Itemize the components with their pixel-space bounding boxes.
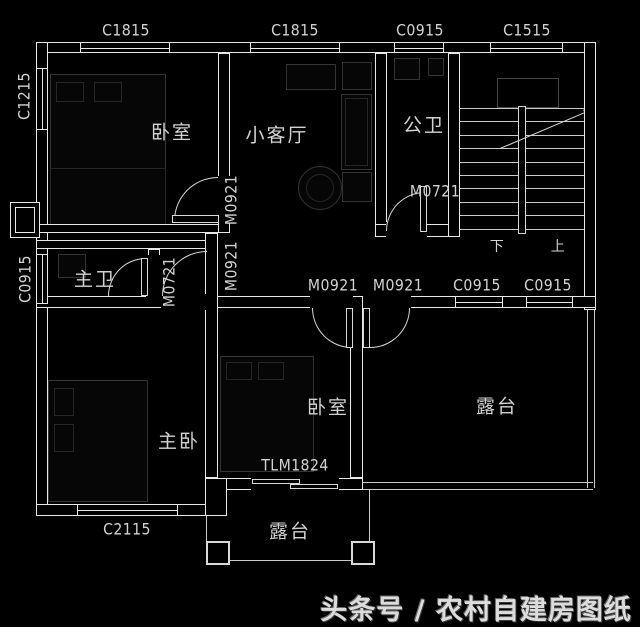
room-label-bedroom-top: 卧室 — [150, 121, 194, 144]
round-table-inner — [306, 174, 334, 202]
door-label-m0721-publicbath: M0721 — [409, 181, 461, 201]
window-label-c0915-left: C0915 — [15, 255, 35, 303]
room-label-terrace-right: 露台 — [475, 395, 519, 418]
pillow — [94, 82, 122, 102]
room-label-master-bath: 主卫 — [73, 268, 117, 291]
sink-master-bath — [58, 254, 86, 278]
door-label-m0921-mid1: M0921 — [307, 275, 359, 295]
terrace-bottom-parapet-left — [206, 516, 208, 544]
side-table — [342, 172, 372, 202]
bed-top-bedroom — [50, 74, 166, 232]
door-label-m0921-hall: M0921 — [221, 240, 241, 292]
terrace-corner-post — [351, 541, 375, 565]
sofa-right — [341, 94, 372, 170]
window-c0915-mid1 — [455, 296, 503, 308]
window-c0915-top — [394, 42, 444, 53]
side-table — [342, 62, 372, 90]
window-label-c1515: C1515 — [503, 20, 551, 40]
door-leaf-mid-1 — [346, 308, 353, 348]
wall-bedroom-top-south — [36, 224, 230, 233]
window-c1215-left — [36, 68, 48, 130]
sofa-cushions — [345, 98, 368, 166]
window-label-c0915-mid2: C0915 — [524, 275, 572, 295]
room-label-public-bath: 公卫 — [402, 114, 446, 137]
wall-stairs-west — [448, 53, 460, 237]
terrace-bottom-parapet-right — [369, 490, 371, 544]
stair-label-down: 下 — [489, 239, 505, 255]
window-label-c1815-left: C1815 — [102, 20, 150, 40]
bed-master-bedroom — [48, 380, 148, 502]
door-opening — [146, 255, 162, 297]
window-c1515-top — [490, 42, 563, 53]
pillow — [54, 424, 74, 452]
stair-label-up: 上 — [550, 239, 566, 255]
room-label-living: 小客厅 — [245, 124, 309, 147]
blanket — [50, 168, 166, 232]
door-arc-mid-2 — [370, 308, 410, 348]
stair-landing — [497, 78, 559, 108]
window-label-c2115: C2115 — [103, 519, 151, 539]
door-label-tlm1824: TLM1824 — [261, 455, 329, 475]
door-leaf-public-bath — [420, 186, 427, 232]
pillow — [258, 362, 284, 380]
window-c0915-left — [36, 254, 48, 304]
door-label-m0921-mid2: M0921 — [372, 275, 424, 295]
window-label-c1815-mid: C1815 — [271, 20, 319, 40]
wall-corridor — [205, 233, 218, 478]
door-label-m0921-bedroom: M0921 — [221, 174, 241, 226]
wall-living-east — [375, 53, 387, 237]
terrace-right-parapet-east — [587, 310, 595, 488]
wall-bedroom-bottom-east — [350, 296, 363, 478]
toilet-public-bath — [394, 58, 420, 80]
stair-direction-line — [500, 112, 585, 149]
sliding-door-panel — [290, 484, 338, 489]
door-label-m0721-masterbath: M0721 — [159, 256, 179, 308]
sink-public-bath — [428, 58, 444, 76]
door-leaf-master-bath — [141, 258, 148, 296]
staircase — [460, 53, 593, 240]
window-c0915-mid2 — [526, 296, 573, 308]
room-label-master-bedroom: 主卧 — [157, 430, 201, 453]
door-opening — [310, 294, 353, 310]
window-label-c0915-top: C0915 — [396, 20, 444, 40]
window-c1815-mid — [250, 42, 340, 53]
sofa-armchair — [286, 64, 336, 90]
terrace-bottom-parapet-south — [206, 560, 371, 562]
door-leaf-mid-2 — [363, 308, 370, 348]
wall-masterbath-north — [36, 240, 208, 249]
window-label-c0915-mid1: C0915 — [453, 275, 501, 295]
pillow — [226, 362, 252, 380]
terrace-right-parapet-south — [362, 482, 593, 490]
room-label-bedroom-bottom: 卧室 — [306, 396, 350, 419]
window-label-c1215: C1215 — [14, 72, 34, 120]
door-opening — [363, 294, 411, 310]
flue-box-inner — [15, 207, 35, 233]
sliding-door-panel — [252, 479, 300, 484]
pillow — [54, 388, 74, 416]
door-opening — [216, 176, 232, 223]
wall-step-column — [205, 478, 227, 516]
terrace-corner-post — [206, 541, 230, 565]
door-opening — [161, 294, 207, 310]
pillow — [56, 82, 84, 102]
window-c1815-left — [80, 42, 170, 53]
bed-bottom-bedroom — [220, 356, 314, 472]
stair-divider — [518, 106, 526, 234]
watermark: 头条号 / 农村自建房图纸 — [320, 595, 632, 626]
window-c2115-bottom — [77, 504, 178, 516]
door-leaf-bedroom-top — [172, 215, 219, 223]
wall-right — [584, 42, 596, 310]
room-label-terrace-bottom: 露台 — [268, 520, 312, 543]
